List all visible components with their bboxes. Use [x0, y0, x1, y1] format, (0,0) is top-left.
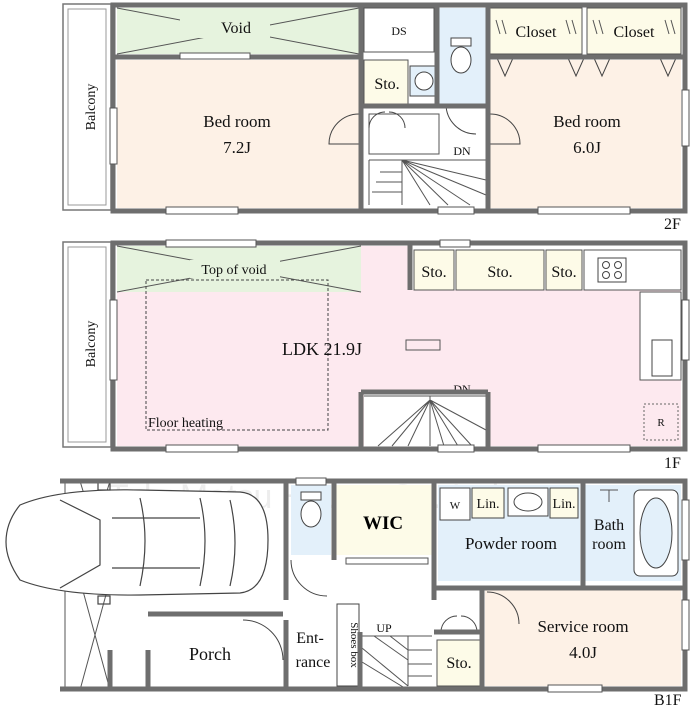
- ldk-area: [117, 246, 681, 446]
- service-room-size: 4.0J: [569, 643, 597, 662]
- fridge-label: R: [657, 417, 665, 429]
- car-icon: [5, 481, 269, 605]
- balcony-1f-label: Balcony: [84, 321, 99, 368]
- stairs-b1f-label: UP: [376, 621, 392, 635]
- stairs-b1f: [362, 636, 432, 686]
- void-label: Void: [221, 20, 251, 37]
- bedroom-7-2j-name: Bed room: [203, 112, 271, 131]
- storage-1f-2-label: Sto.: [487, 264, 512, 281]
- storage-2f-label: Sto.: [374, 76, 399, 93]
- shoes-box-label: Shoes box: [348, 622, 360, 668]
- storage-b1f: [436, 639, 482, 687]
- sink-icon: [651, 339, 673, 377]
- entrance-label-2: rance: [296, 654, 331, 671]
- bath-room-label-1: Bath: [594, 517, 624, 534]
- floor-label-2f: 2F: [664, 216, 681, 233]
- linen-2-label: Lin.: [553, 497, 576, 512]
- entrance: [291, 604, 335, 686]
- floor-1f: Balcony Top of void Floor heating LDK 21…: [62, 239, 690, 472]
- ldk-label: LDK 21.9J: [282, 339, 362, 359]
- linen-1: [471, 487, 505, 519]
- storage-b1f-label: Sto.: [446, 655, 471, 672]
- bedroom-7-2j-size: 7.2J: [223, 138, 251, 157]
- stairs-2f-label: DN: [453, 144, 471, 158]
- fridge-space: [643, 403, 679, 441]
- storage-1f-1: [413, 249, 455, 291]
- wic-room: [336, 485, 432, 555]
- floor-b1f: Porch WIC W Lin. Lin. Powder room Bath r…: [5, 477, 690, 707]
- storage-1f-2: [455, 249, 545, 291]
- floor-2f: Balcony Void DS Sto. Bed room 7.2J Close…: [62, 2, 690, 233]
- balcony-2f-label: Balcony: [84, 84, 99, 131]
- stove-icon: [597, 257, 627, 283]
- floor-heating-zone: [145, 279, 329, 431]
- closet-2f-2-label: Closet: [614, 24, 655, 41]
- ds-label: DS: [391, 24, 406, 38]
- closet-2f-2: [586, 7, 682, 55]
- floor-heating-label: Floor heating: [148, 416, 223, 431]
- bedroom-6-0j: [490, 60, 681, 208]
- powder-room-label: Powder room: [465, 534, 557, 553]
- hall-2f: [364, 106, 486, 208]
- stairs-1f: [364, 396, 486, 446]
- linen-1-label: Lin.: [477, 497, 500, 512]
- toilet-2f: [450, 37, 472, 47]
- floor-label-b1f: B1F: [654, 692, 682, 707]
- top-of-void-label: Top of void: [201, 263, 266, 278]
- storage-1f-3-label: Sto.: [551, 264, 576, 281]
- bedroom-6-0j-name: Bed room: [553, 112, 621, 131]
- storage-2f: [363, 59, 409, 105]
- bath-room-label-2: room: [592, 536, 626, 553]
- porch-area: [150, 614, 283, 686]
- floor-label-1f: 1F: [664, 455, 681, 472]
- porch-label: Porch: [189, 644, 231, 664]
- wic-label: WIC: [363, 513, 403, 534]
- ds-room: [363, 7, 435, 53]
- entrance-label-1: Ent-: [296, 630, 324, 647]
- balcony-2f-area: [62, 3, 112, 211]
- storage-1f-3: [545, 249, 583, 291]
- storage-1f-1-label: Sto.: [421, 264, 446, 281]
- bedroom-7-2j: [117, 60, 359, 208]
- bedroom-6-0j-size: 6.0J: [573, 138, 601, 157]
- washer-label: W: [450, 500, 461, 512]
- linen-2: [549, 487, 579, 519]
- washer-b1f: [439, 487, 471, 521]
- closet-2f-1-label: Closet: [516, 24, 557, 41]
- service-room: [485, 590, 681, 686]
- service-room-name: Service room: [537, 617, 628, 636]
- toilet-b1f: [300, 491, 322, 501]
